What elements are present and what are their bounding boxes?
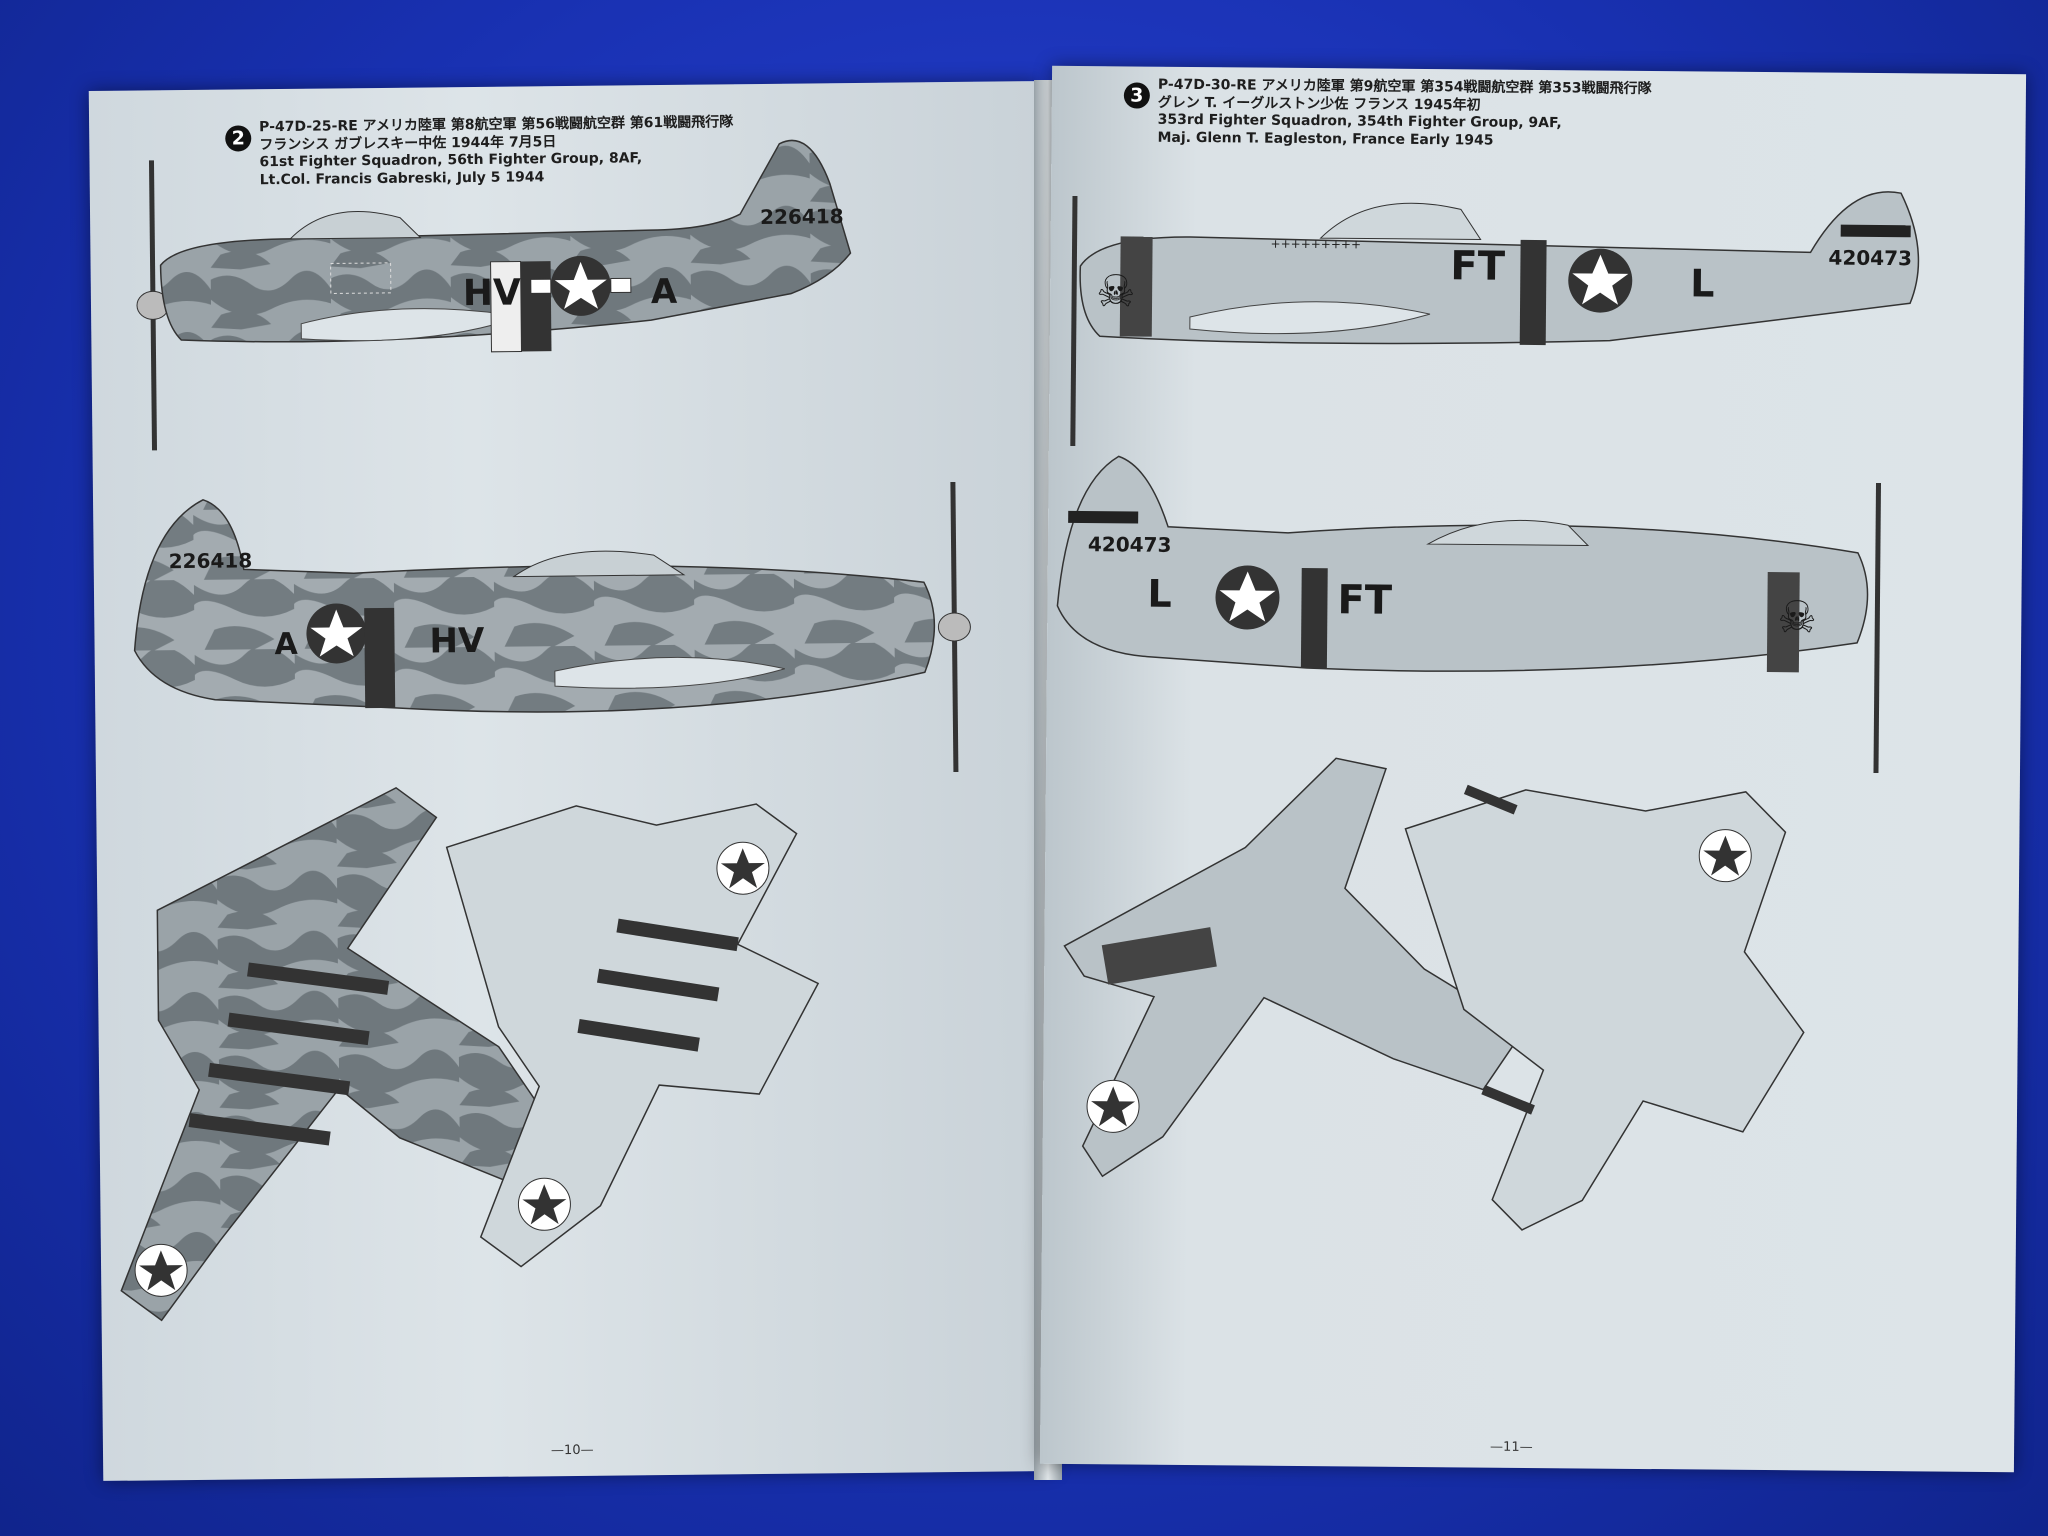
nose-band [1119,236,1153,337]
fuselage-2 [133,499,936,713]
top-view-airframe [120,786,561,1322]
skull-crossbones-emblem-2: ☠ [1777,592,1817,643]
invasion-stripe-2 [364,607,396,709]
aircraft-letter-2: A [274,627,298,662]
profile-3-bottom-view [1404,784,1805,1231]
left-page: 2 P-47D-25-RE アメリカ陸軍 第8航空軍 第56戦闘航空群 第61戦… [88,81,1054,1481]
top-insignia-star [139,1250,184,1291]
canopy-3 [1319,202,1482,241]
profile-2-side-right: A HV 226418 [133,481,971,772]
fuselage-stripe-4 [1300,567,1328,669]
aircraft-letter-4: L [1147,572,1172,616]
top-view-airframe-3 [1063,757,1525,1178]
kill-crosses: +++++++++ [1271,237,1362,252]
tail-serial-4: 420473 [1088,532,1172,557]
insignia-star-2 [310,609,363,657]
skull-crossbones-emblem: ☠ [1096,266,1136,317]
bottom-insignia-star-3 [1703,835,1748,876]
tail-serial: 226418 [760,204,844,229]
code-letters: HV [463,272,522,314]
bottom-view-airframe-3 [1404,789,1805,1231]
tail-serial-2: 226418 [169,548,253,573]
insignia-star-3 [1572,254,1629,305]
right-page-drawings: ☠ FT L 420473 +++++++++ 420473 L FT ☠ [1056,191,1920,1231]
bottom-invasion-stripes [577,918,739,1052]
propeller-blade-4 [1873,482,1882,774]
profile-3-side-left: ☠ FT L 420473 +++++++++ [1070,191,1920,446]
fuselage-4 [1056,455,1869,672]
wing-root-3 [1189,301,1431,335]
page-number-left: —10— [550,1442,594,1459]
bottom-insignia-star-1 [720,848,765,889]
profile-3-side-right: 420473 L FT ☠ [1056,455,1882,774]
canopy-2 [512,550,686,578]
profile-3-top-view [1063,757,1525,1178]
left-page-drawings: HV A 226418 A HV 226418 [120,139,971,1322]
insignia-bar-left [530,278,552,294]
fuselage [159,139,852,343]
tail-band [1840,224,1911,238]
propeller-blade-3 [1070,195,1078,446]
top-invasion-stripes [188,962,390,1146]
code-letters-3: FT [1450,243,1506,289]
tail-band-2 [1068,510,1139,524]
wing-root-2 [554,656,785,689]
profile-2-top-view [120,786,561,1322]
aircraft-letter: A [651,272,678,312]
code-letters-2: HV [429,621,485,662]
canopy-4 [1426,519,1590,546]
fuselage-stripe-3 [1519,239,1547,346]
bottom-insignia-star-2 [522,1184,567,1225]
top-nose-band [1101,927,1217,985]
insignia-star-4 [1219,571,1276,622]
nose-band-2 [1766,572,1800,673]
invasion-stripe-dark [520,261,552,352]
profile-2-side-left: HV A 226418 [136,139,852,451]
tailplane-bands [1463,784,1535,1115]
profile-2-bottom-view [445,803,820,1268]
page-number-right: —11— [1490,1439,1533,1456]
top-insignia-star-3 [1091,1086,1136,1127]
canopy [289,211,422,240]
code-letters-4: FT [1337,577,1393,623]
insignia-star [554,261,607,310]
insignia-bar-right [610,277,632,294]
tail-serial-3: 420473 [1828,246,1912,271]
aircraft-letter-3: L [1690,261,1715,305]
right-page: 3 P-47D-30-RE アメリカ陸軍 第9航空軍 第354戦闘航空群 第35… [1039,65,2027,1473]
spinner-2 [937,612,971,642]
